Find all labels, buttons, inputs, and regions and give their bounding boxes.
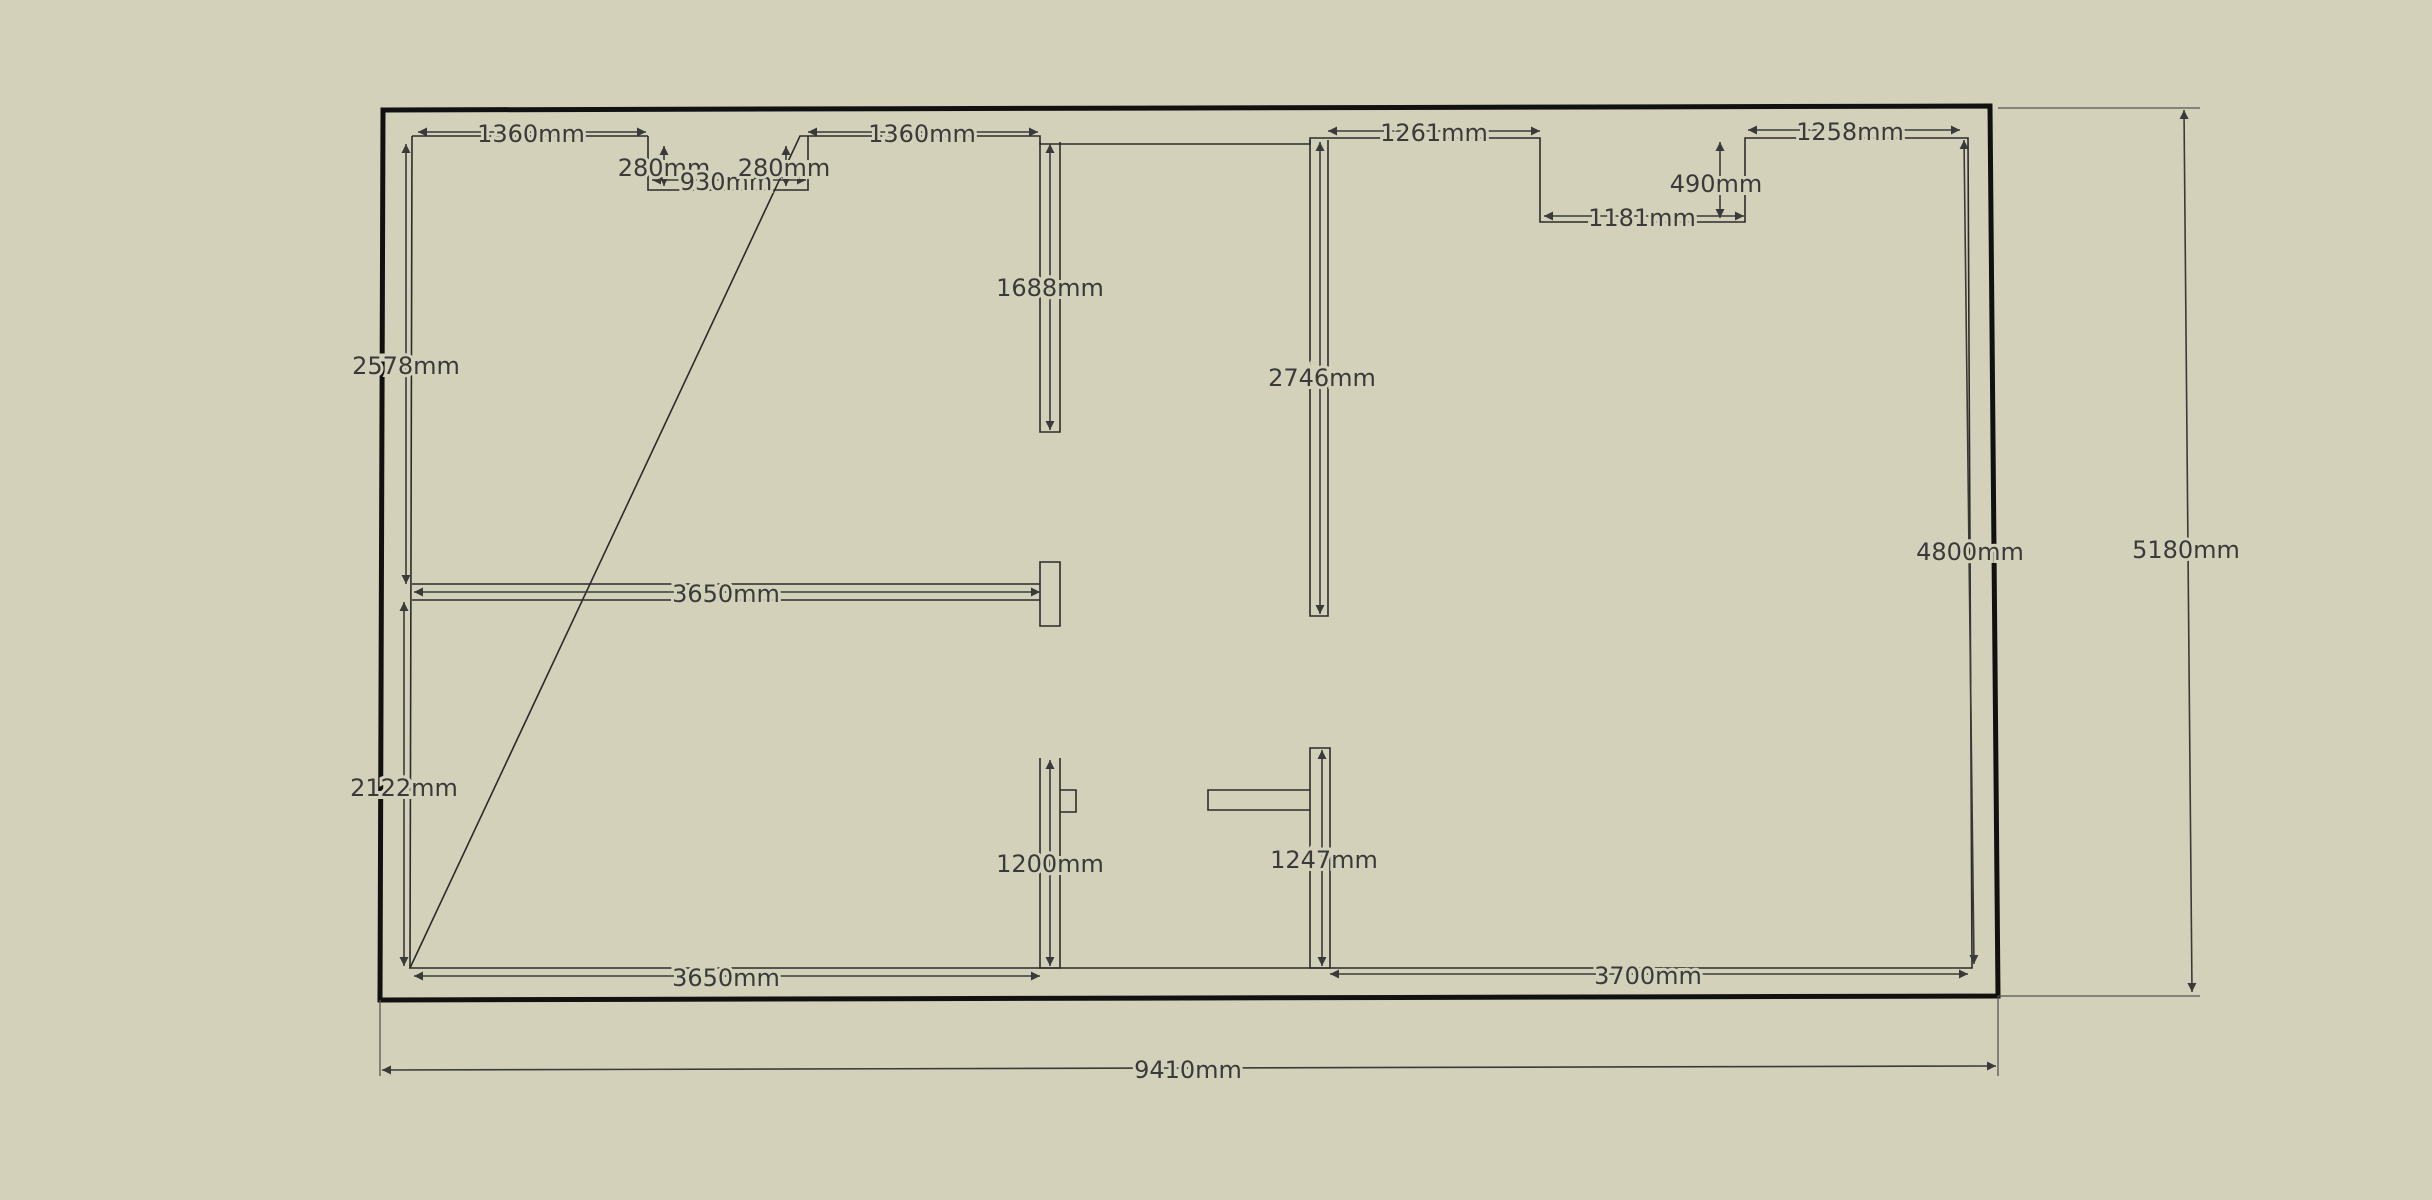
label-top-right-left-segment: 1261mm — [1380, 119, 1488, 147]
right-partition-lower — [1309, 747, 1331, 969]
label-top-right-segment: 1258mm — [1796, 118, 1904, 146]
label-top-middle-segment: 1360mm — [868, 120, 976, 148]
label-notch-depth: 490mm — [1670, 170, 1763, 198]
label-bottom-left-width: 3650mm — [672, 964, 780, 992]
inner-wall-left — [409, 135, 413, 969]
center-wall-stub — [1039, 561, 1061, 627]
label-top-left-segment: 1360mm — [477, 120, 585, 148]
label-middle-partition-width: 3650mm — [672, 580, 780, 608]
window-recess — [647, 136, 809, 191]
dimension-labels: 1360mm 1360mm 1261mm 1258mm 280mm 930mm … — [347, 115, 2243, 1087]
extension-lines — [379, 107, 2200, 1076]
middle-partition — [412, 583, 1040, 601]
outer-wall — [377, 103, 2001, 1003]
label-window-width: 930mm — [680, 168, 773, 196]
inner-wall-outline — [408, 135, 1973, 969]
label-left-lower-depth: 2122mm — [350, 774, 458, 802]
right-partition-upper — [1309, 140, 1329, 617]
center-wall-upper — [1039, 142, 1061, 433]
label-left-upper-depth: 2578mm — [352, 352, 460, 380]
label-center-wall-bottom-length: 1200mm — [996, 850, 1104, 878]
label-overall-width: 9410mm — [1134, 1056, 1242, 1084]
dimension-lines — [381, 109, 2197, 1075]
center-door-jamb — [1060, 789, 1077, 813]
label-bottom-right-width: 3700mm — [1594, 962, 1702, 990]
label-right-partition-bottom-length: 1247mm — [1270, 846, 1378, 874]
label-center-wall-top-length: 1688mm — [996, 274, 1104, 302]
label-inner-right-depth: 4800mm — [1916, 538, 2024, 566]
center-wall-lower — [1039, 758, 1061, 969]
label-window-jamb-right: 280mm — [738, 154, 831, 182]
label-overall-depth: 5180mm — [2132, 536, 2240, 564]
right-door-jamb — [1207, 789, 1310, 811]
label-right-partition-top-length: 2746mm — [1268, 364, 1376, 392]
label-notch-width: 1181mm — [1588, 204, 1696, 232]
label-window-jamb-left: 280mm — [618, 154, 711, 182]
